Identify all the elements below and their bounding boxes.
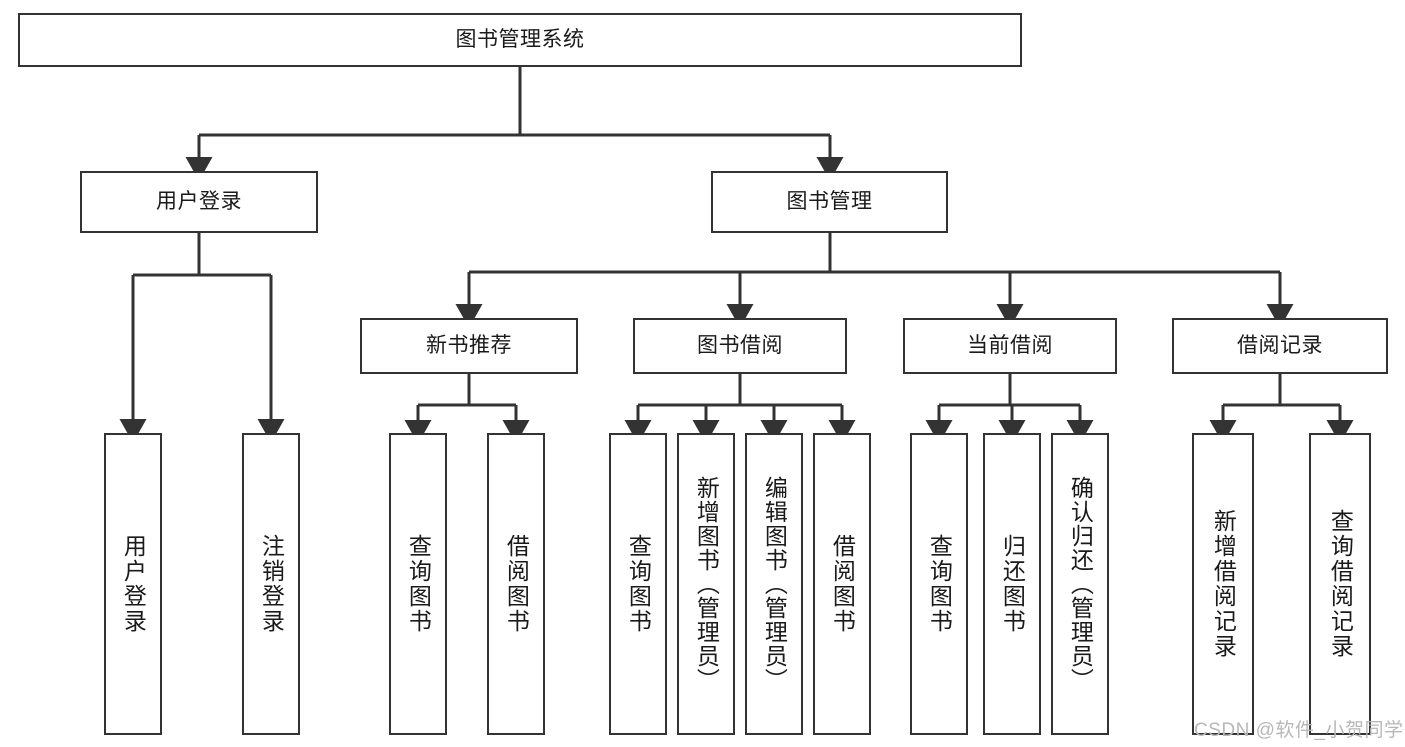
node-leaf-user-login[interactable]: 用户登录 (104, 433, 162, 735)
node-leaf-query-book-3[interactable]: 查询图书 (910, 433, 968, 735)
node-label: 查询借阅记录 (1327, 509, 1354, 659)
node-leaf-add-book[interactable]: 新增图书（管理员） (677, 433, 735, 735)
node-label: 当前借阅 (967, 333, 1053, 357)
node-leaf-query-book-2[interactable]: 查询图书 (609, 433, 667, 735)
node-label: 图书借阅 (697, 333, 783, 357)
node-label: 借阅图书 (503, 534, 530, 634)
node-leaf-borrow-book-1[interactable]: 借阅图书 (487, 433, 545, 735)
node-current-borrow[interactable]: 当前借阅 (903, 318, 1117, 374)
node-label: 新增借阅记录 (1210, 509, 1237, 659)
node-leaf-add-record[interactable]: 新增借阅记录 (1192, 433, 1254, 735)
node-label: 图书管理系统 (455, 27, 585, 51)
node-label: 借阅图书 (829, 534, 856, 634)
node-label: 归还图书 (999, 534, 1026, 634)
node-label: 借阅记录 (1237, 333, 1323, 357)
node-label: 图书管理 (786, 189, 873, 213)
node-book-manage[interactable]: 图书管理 (711, 171, 948, 233)
node-root-system[interactable]: 图书管理系统 (18, 13, 1022, 67)
node-label: 查询图书 (405, 534, 432, 634)
node-leaf-return-book[interactable]: 归还图书 (983, 433, 1041, 735)
node-label: 查询图书 (625, 534, 652, 634)
node-leaf-query-book-1[interactable]: 查询图书 (389, 433, 447, 735)
node-user-login[interactable]: 用户登录 (80, 171, 318, 233)
node-label: 查询图书 (926, 534, 953, 634)
node-leaf-borrow-book-2[interactable]: 借阅图书 (813, 433, 871, 735)
node-leaf-logout[interactable]: 注销登录 (242, 433, 300, 735)
node-label: 编辑图书（管理员） (761, 476, 788, 692)
node-book-borrow[interactable]: 图书借阅 (633, 318, 847, 374)
node-leaf-edit-book[interactable]: 编辑图书（管理员） (745, 433, 803, 735)
node-label: 新书推荐 (426, 333, 512, 357)
node-label: 用户登录 (120, 534, 147, 634)
node-label: 确认归还（管理员） (1067, 476, 1094, 692)
node-label: 新增图书（管理员） (693, 476, 720, 692)
node-label: 注销登录 (258, 534, 285, 634)
node-new-book-recommend[interactable]: 新书推荐 (360, 318, 578, 374)
node-leaf-query-record[interactable]: 查询借阅记录 (1309, 433, 1371, 735)
node-leaf-confirm-return[interactable]: 确认归还（管理员） (1051, 433, 1109, 735)
node-borrow-record[interactable]: 借阅记录 (1172, 318, 1388, 374)
csdn-watermark: CSDN @软件_小贺同学 (1194, 720, 1404, 741)
node-label: 用户登录 (156, 189, 242, 213)
